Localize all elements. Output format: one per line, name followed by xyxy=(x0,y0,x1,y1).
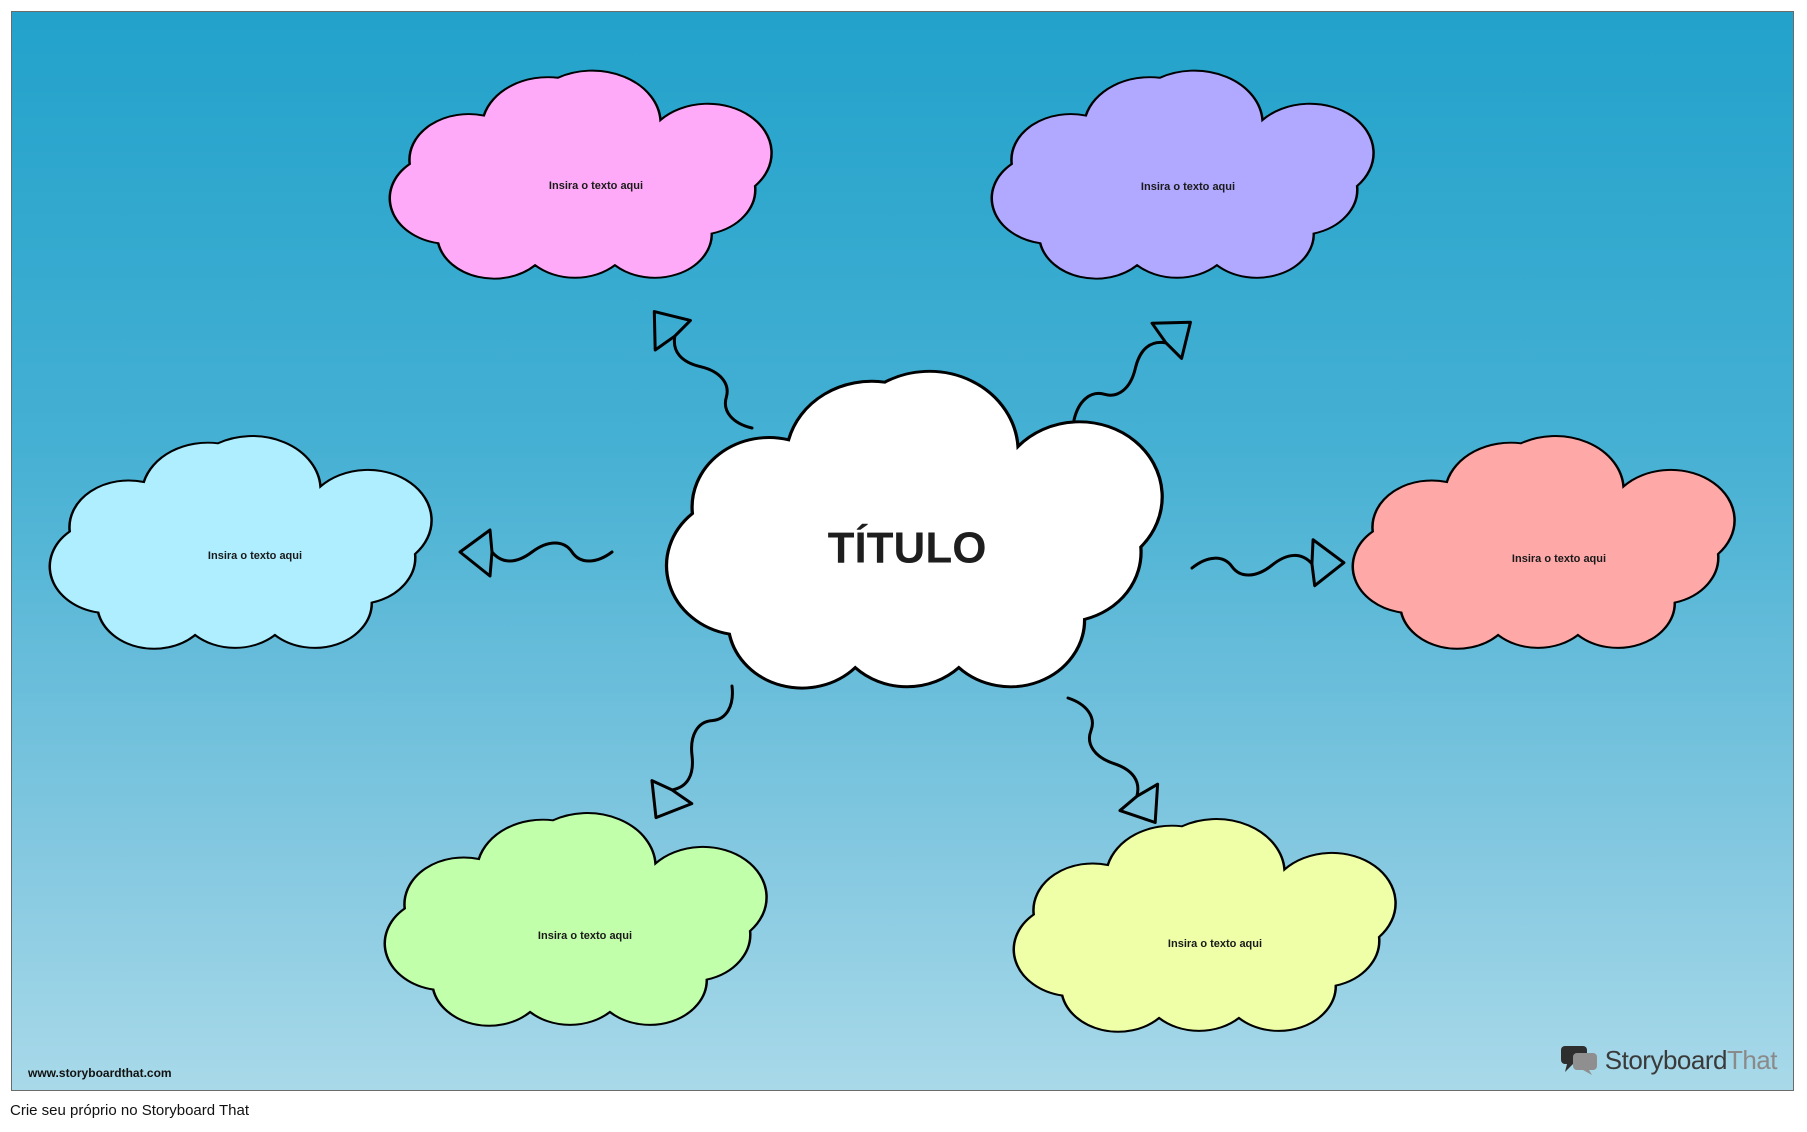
cloud-pink-shape xyxy=(388,69,773,280)
arrow-to-green xyxy=(635,673,755,832)
cloud-lightblue-shape xyxy=(48,434,433,650)
brand-bold: Storyboard xyxy=(1604,1044,1728,1075)
cloud-salmon-text[interactable]: Insira o texto aqui xyxy=(1512,553,1606,565)
cloud-green-text[interactable]: Insira o texto aqui xyxy=(538,930,632,942)
cloud-pink-text[interactable]: Insira o texto aqui xyxy=(549,180,643,192)
arrow-to-pink xyxy=(634,295,771,445)
cloud-yellow-shape xyxy=(1012,817,1397,1033)
arrow-to-salmon xyxy=(1189,537,1347,592)
cloud-green-shape xyxy=(383,811,768,1027)
speech-bubbles-icon xyxy=(1560,1046,1597,1075)
arrow-to-lightblue xyxy=(458,528,614,578)
cloud-purple-text[interactable]: Insira o texto aqui xyxy=(1141,181,1235,193)
watermark-url: www.storyboardthat.com xyxy=(28,1066,172,1080)
arrow-to-yellow xyxy=(1048,682,1177,837)
cloud-green[interactable] xyxy=(383,811,768,1027)
center-title[interactable]: TÍTULO xyxy=(828,523,987,573)
cloud-yellow-text[interactable]: Insira o texto aqui xyxy=(1168,938,1262,950)
cloud-salmon-shape xyxy=(1351,434,1736,650)
cloud-pink[interactable] xyxy=(388,69,773,280)
arrow-to-purple xyxy=(1057,302,1207,439)
footer-link[interactable]: Crie seu próprio no Storyboard That xyxy=(10,1102,250,1119)
cloud-purple[interactable] xyxy=(990,69,1375,280)
storyboardthat-logo: StoryboardThat xyxy=(1559,1044,1778,1076)
cloud-yellow[interactable] xyxy=(1012,817,1397,1033)
storyboard-panel: TÍTULO Insira o texto aqui Insira o text… xyxy=(11,11,1794,1091)
mind-map-canvas: TÍTULO Insira o texto aqui Insira o text… xyxy=(48,69,1736,1033)
cloud-purple-shape xyxy=(990,69,1375,280)
cloud-lightblue-text[interactable]: Insira o texto aqui xyxy=(208,550,302,562)
cloud-lightblue[interactable] xyxy=(48,434,433,650)
brand-light: That xyxy=(1726,1044,1778,1075)
brand-name: StoryboardThat xyxy=(1604,1044,1778,1076)
cloud-salmon[interactable] xyxy=(1351,434,1736,650)
